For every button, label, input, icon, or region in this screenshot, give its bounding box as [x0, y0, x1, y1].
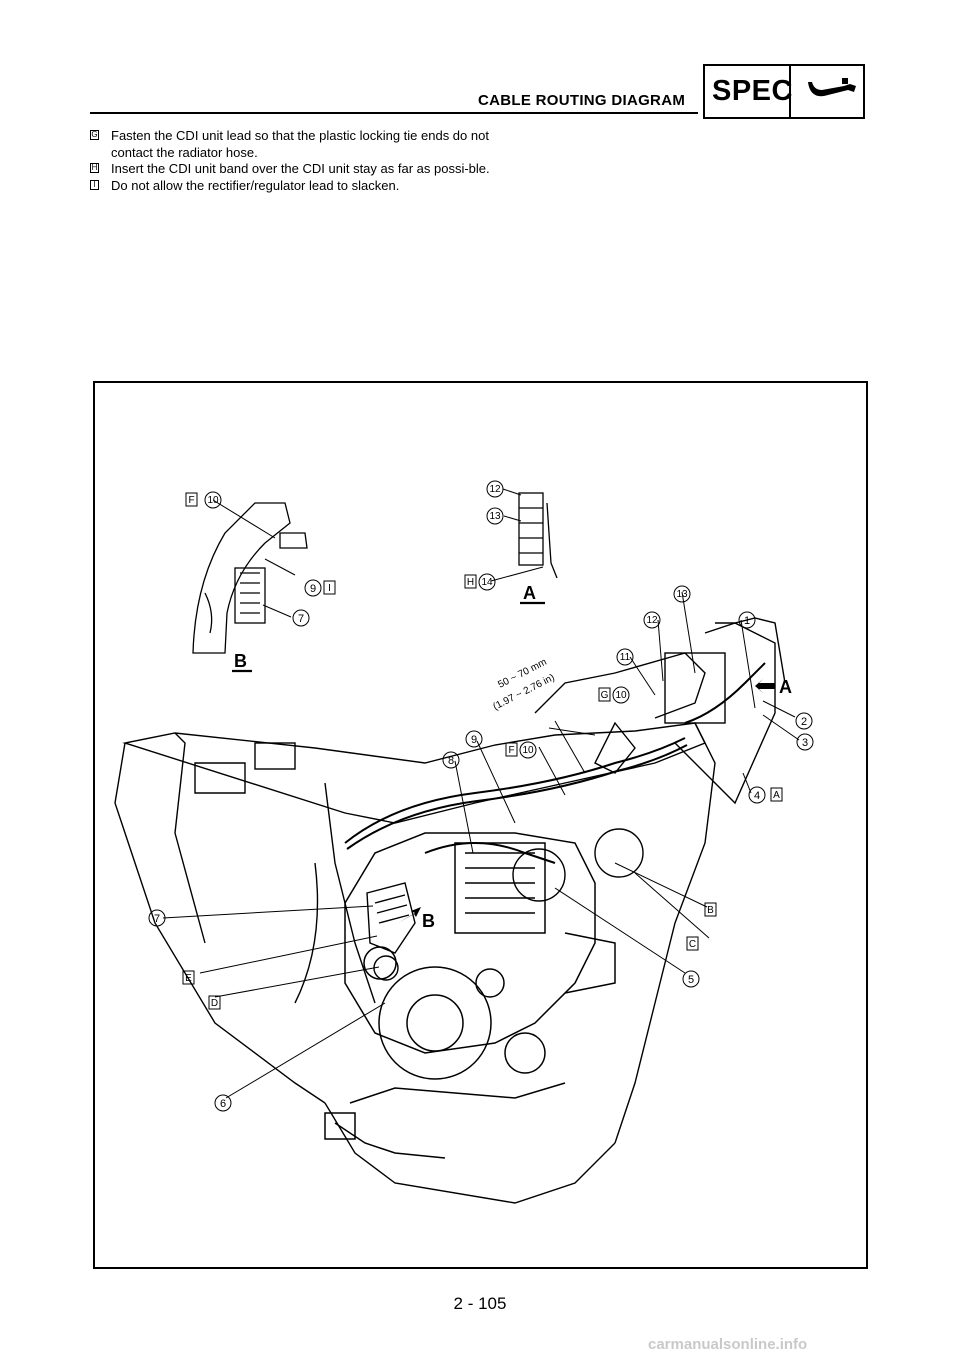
callout-4: 4 [748, 786, 766, 804]
box-label-b: B [704, 902, 717, 917]
box-label-d: D [208, 995, 221, 1010]
svg-text:14: 14 [481, 577, 493, 588]
callout-7: 7 [148, 909, 166, 927]
box-label-e: E [182, 970, 195, 985]
box-label-g: G [598, 687, 611, 702]
svg-text:5: 5 [688, 974, 694, 986]
svg-text:7: 7 [298, 613, 304, 625]
callout-10-f: 10 [519, 741, 537, 759]
wire-harness-drawing [344, 662, 766, 864]
leader-lines [162, 488, 800, 1099]
svg-text:9: 9 [471, 734, 477, 746]
svg-text:4: 4 [754, 790, 760, 802]
svg-text:10: 10 [522, 745, 534, 756]
watermark: carmanualsonline.info [648, 1336, 808, 1353]
note-text: Do not allow the rectifier/regulator lea… [111, 177, 400, 193]
svg-text:10: 10 [615, 690, 627, 701]
note-item: H Insert the CDI unit band over the CDI … [90, 161, 490, 178]
engine-drawing [324, 832, 616, 1159]
svg-text:10: 10 [207, 495, 219, 506]
box-label-f-detail: F [185, 492, 198, 507]
note-text: Insert the CDI unit band over the CDI un… [111, 161, 490, 176]
callout-10-g: 10 [612, 686, 630, 704]
callout-11: 11 [616, 648, 634, 666]
svg-text:11: 11 [620, 652, 631, 663]
callout-7-detail: 7 [292, 609, 310, 627]
svg-text:A: A [773, 790, 780, 801]
detail-circle-d [373, 955, 399, 981]
callout-9-detail: 9 [304, 579, 322, 597]
svg-text:F: F [508, 745, 514, 756]
cable-routing-figure: B A [114, 480, 814, 1204]
svg-text:9: 9 [310, 583, 316, 595]
svg-text:12: 12 [646, 615, 658, 626]
wrench-icon [808, 78, 856, 97]
callout-10-detail: 10 [204, 491, 222, 509]
box-label-h: H [464, 574, 477, 589]
view-b-arrow-icon [398, 907, 421, 923]
box-label-c: C [686, 936, 699, 951]
detail-circle-c [512, 848, 566, 902]
note-key: G [90, 130, 99, 140]
detail-a-drawing [518, 492, 558, 579]
note-key: H [90, 163, 99, 173]
view-b-marker: B [422, 911, 435, 931]
svg-text:G: G [601, 690, 609, 701]
view-a-marker: A [779, 677, 792, 697]
view-a-label: A [523, 583, 536, 603]
svg-text:12: 12 [489, 484, 501, 495]
note-text: Fasten the CDI unit lead so that the pla… [111, 128, 489, 160]
detail-b-drawing [192, 502, 308, 654]
svg-text:6: 6 [220, 1098, 226, 1110]
callout-9: 9 [465, 730, 483, 748]
frame-drawing [114, 617, 786, 1204]
section-title: CABLE ROUTING DIAGRAM [478, 92, 686, 109]
spec-badge [703, 64, 865, 119]
svg-text:H: H [467, 577, 474, 588]
note-item: I Do not allow the rectifier/regulator l… [90, 178, 490, 195]
svg-text:E: E [185, 973, 192, 984]
callout-2: 2 [795, 712, 813, 730]
callout-12: 12 [643, 611, 661, 629]
callout-1: 1 [738, 611, 756, 629]
svg-text:3: 3 [802, 737, 808, 749]
view-a-arrow-icon [755, 679, 775, 693]
svg-text:C: C [689, 939, 696, 950]
svg-text:2: 2 [801, 716, 807, 728]
svg-text:I: I [328, 583, 331, 594]
detail-circle-b [594, 828, 644, 878]
box-label-i: I [323, 580, 336, 595]
svg-text:D: D [211, 998, 218, 1009]
box-label-f: F [505, 742, 518, 757]
page-number: 2 - 105 [453, 1294, 507, 1313]
cdi-unit-drawing [366, 882, 416, 954]
callout-13: 13 [673, 585, 691, 603]
header-rule [90, 112, 698, 114]
note-key: I [90, 179, 99, 190]
svg-text:1: 1 [744, 615, 750, 627]
svg-text:7: 7 [154, 913, 160, 925]
callout-5: 5 [682, 970, 700, 988]
spec-divider [789, 64, 791, 119]
svg-text:13: 13 [676, 589, 688, 600]
callout-8: 8 [442, 751, 460, 769]
svg-text:13: 13 [489, 511, 501, 522]
notes-list: G Fasten the CDI unit lead so that the p… [90, 128, 490, 194]
spec-label: SPEC [712, 75, 793, 107]
svg-text:8: 8 [448, 755, 454, 767]
box-label-a: A [770, 787, 783, 802]
figure-frame [93, 381, 868, 1269]
callout-14-detail: 14 [478, 573, 496, 591]
note-item: G Fasten the CDI unit lead so that the p… [90, 128, 490, 161]
view-b-label: B [234, 651, 247, 671]
callout-12-detail: 12 [486, 480, 504, 498]
callout-13-detail: 13 [486, 507, 504, 525]
svg-text:F: F [188, 495, 194, 506]
svg-text:B: B [707, 905, 714, 916]
callout-3: 3 [796, 733, 814, 751]
callout-6: 6 [214, 1094, 232, 1112]
